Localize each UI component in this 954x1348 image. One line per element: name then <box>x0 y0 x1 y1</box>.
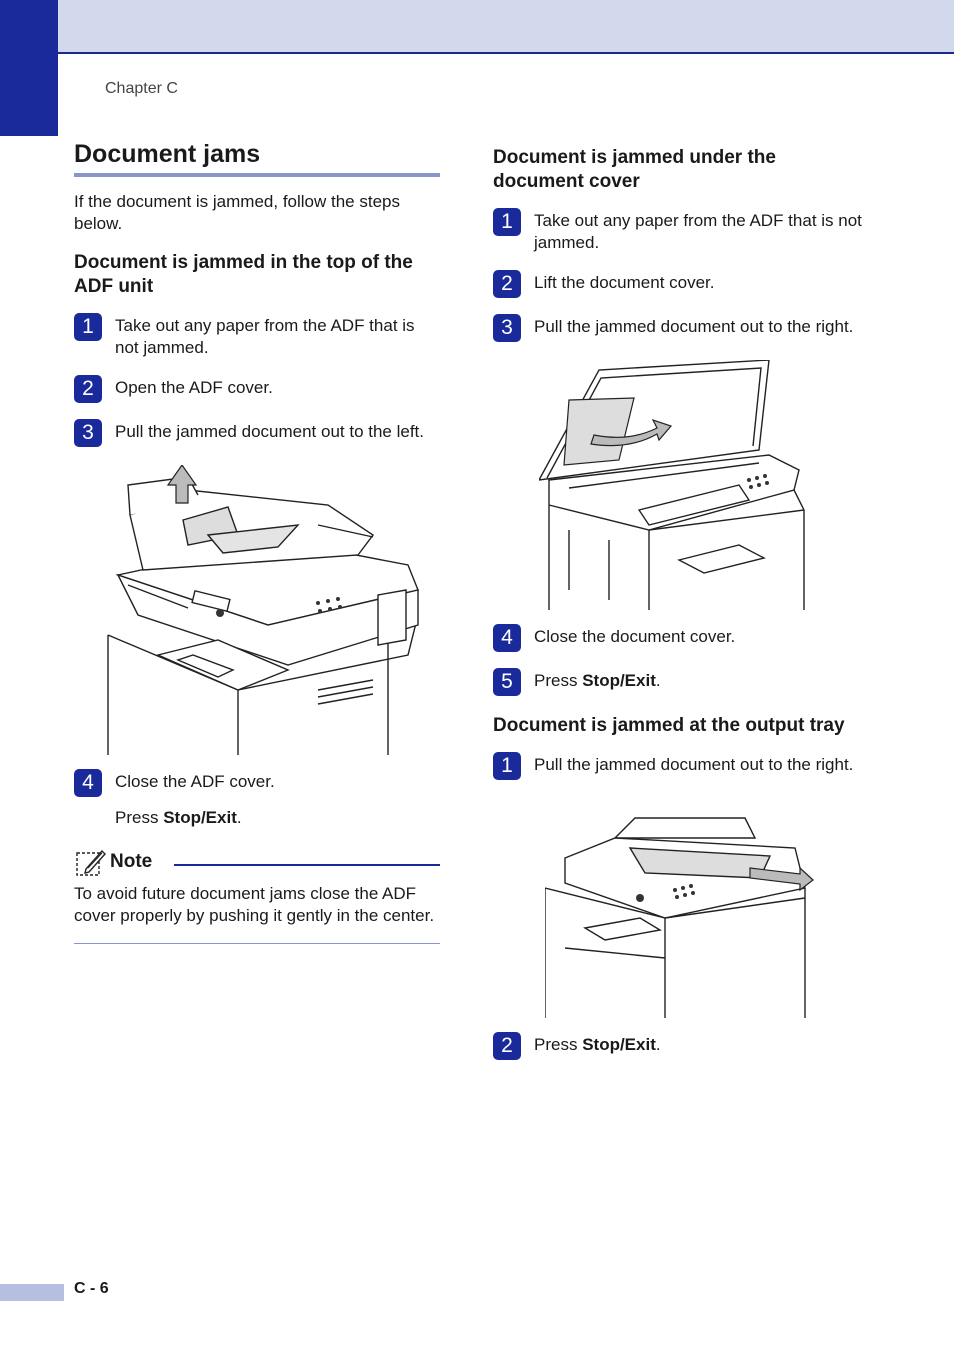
step-number: 1 <box>74 313 102 341</box>
step-number: 4 <box>493 624 521 652</box>
document-cover-lifted-illustration <box>539 360 805 610</box>
step-text: Pull the jammed document out to the righ… <box>534 755 854 774</box>
step-number: 5 <box>493 668 521 696</box>
page-title: Document jams <box>74 140 261 168</box>
right-column: Document is jammed under the document co… <box>493 146 863 1078</box>
adf-open-illustration <box>107 465 419 755</box>
step-item: 1 Take out any paper from the ADF that is… <box>493 208 863 254</box>
step-number: 4 <box>74 769 102 797</box>
step-text: Open the ADF cover. <box>115 378 273 397</box>
stop-exit-key: Stop/Exit <box>582 671 656 690</box>
note-box: Note To avoid future document jams close… <box>74 847 440 944</box>
step-number: 2 <box>493 1032 521 1060</box>
step-number: 2 <box>493 270 521 298</box>
note-rule <box>174 864 440 866</box>
output-tray-illustration <box>545 817 814 1018</box>
step-number: 2 <box>74 375 102 403</box>
note-bottom-rule <box>74 943 440 944</box>
step-text: Take out any paper from the ADF that is … <box>115 316 415 357</box>
note-pencil-icon <box>76 849 106 876</box>
step-text: Take out any paper from the ADF that is … <box>534 211 862 252</box>
step-item: 3 Pull the jammed document out to the lef… <box>74 419 440 447</box>
step-item: 1 Pull the jammed document out to the rig… <box>493 752 863 780</box>
step-item: 2 Lift the document cover. <box>493 270 863 298</box>
stop-exit-key: Stop/Exit <box>163 808 237 827</box>
step-text: Close the ADF cover. <box>115 772 275 791</box>
step-text: Lift the document cover. <box>534 273 715 292</box>
page-number: C - 6 <box>74 1280 109 1297</box>
step-4-press-line: Press Stop/Exit. <box>115 808 242 827</box>
step-text: Pull the jammed document out to the righ… <box>534 317 854 336</box>
left-column: Document jams If the document is jammed,… <box>74 140 440 944</box>
subheading-output-tray: Document is jammed at the output tray <box>493 715 845 736</box>
step-number: 1 <box>493 752 521 780</box>
stop-exit-key: Stop/Exit <box>582 1035 656 1054</box>
step-item: 1 Take out any paper from the ADF that is… <box>74 313 440 359</box>
step-text: Pull the jammed document out to the left… <box>115 422 425 441</box>
step-item: 2 Open the ADF cover. <box>74 375 440 403</box>
title-rule <box>74 173 440 177</box>
footer-band <box>0 1284 64 1301</box>
subheading-document-cover: Document is jammed under the document co… <box>493 147 776 192</box>
step-item: 4 Close the document cover. <box>493 624 863 652</box>
note-header: Note <box>74 847 440 877</box>
note-label: Note <box>110 851 153 872</box>
step-text: Close the document cover. <box>534 627 736 646</box>
step-number: 3 <box>74 419 102 447</box>
chapter-tab <box>0 0 58 136</box>
chapter-label: Chapter C <box>105 80 178 97</box>
header-band <box>0 0 954 54</box>
note-text: To avoid future document jams close the … <box>74 884 435 925</box>
subheading-adf-top: Document is jammed in the top of the ADF… <box>74 252 413 297</box>
step-item: 4 Close the ADF cover. <box>74 769 440 797</box>
step-number: 1 <box>493 208 521 236</box>
step-number: 3 <box>493 314 521 342</box>
intro-text: If the document is jammed, follow the st… <box>74 192 400 233</box>
step-item: 3 Pull the jammed document out to the rig… <box>493 314 863 342</box>
